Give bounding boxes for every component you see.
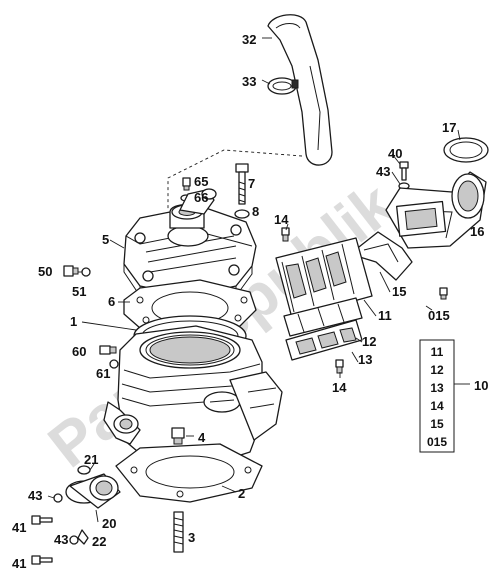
screw-part-14-lower: [335, 359, 344, 374]
callout: 015: [428, 308, 450, 323]
callout: 14: [332, 380, 347, 395]
stud-bolt-part-7: [235, 163, 249, 205]
callout: 50: [38, 264, 52, 279]
callout: 13: [358, 352, 372, 367]
callout: 11: [378, 308, 392, 323]
fitting-part-60: [99, 345, 117, 355]
callout: 21: [84, 452, 98, 467]
washer-part-43-upper: [53, 493, 63, 503]
callout: 5: [102, 232, 109, 247]
reed-block-part-11: [275, 237, 373, 319]
callout: 14: [274, 212, 289, 227]
kit-item: 015: [427, 435, 447, 449]
cylinder-body: [103, 325, 283, 469]
screw-part-14-upper: [281, 227, 290, 242]
cylinder-head-part-5: [123, 188, 257, 307]
screw-part-41-lower: [31, 555, 53, 565]
plug-part-50: [63, 265, 79, 277]
hose-dashed-guide: [167, 149, 303, 210]
callout: 7: [248, 176, 255, 191]
callout: 43: [54, 532, 68, 547]
callout: 17: [442, 120, 456, 135]
callout: 1: [70, 314, 77, 329]
callout: 22: [92, 534, 106, 549]
reed-kit-box: 11 12 13 14 15 015: [419, 339, 470, 453]
callout: 60: [72, 344, 86, 359]
callout: 12: [362, 334, 376, 349]
callout: 16: [470, 224, 484, 239]
callout: 43: [28, 488, 42, 503]
reed-petals-part-12: [283, 297, 363, 337]
kit-item: 13: [430, 381, 444, 395]
callout: 33: [242, 74, 256, 89]
callout: 32: [242, 32, 256, 47]
drain-screw-part-4: [171, 427, 185, 445]
callout: 4: [198, 430, 206, 445]
reed-holder-part-15: [349, 231, 413, 281]
callout: 10: [474, 378, 488, 393]
intake-manifold-part-16: [385, 171, 487, 249]
washer-part-43-lower: [69, 535, 79, 545]
washer-part-8: [234, 209, 250, 219]
callout: 3: [188, 530, 195, 545]
callout: 20: [102, 516, 116, 531]
leader-lines: [47, 37, 461, 523]
bypass-hose-part-32: [267, 14, 333, 166]
callout: 8: [252, 204, 259, 219]
exhaust-flange-part-20: [65, 473, 121, 509]
spring-part-22: [77, 529, 89, 545]
o-ring-part-61: [109, 359, 119, 369]
intake-clamp-part-17: [443, 137, 489, 163]
callout: 51: [72, 284, 86, 299]
callout: 41: [12, 520, 26, 535]
callout: 61: [96, 366, 110, 381]
callout: 43: [376, 164, 390, 179]
callout: 2: [238, 486, 245, 501]
kit-item: 11: [431, 345, 444, 359]
kit-item: 14: [430, 399, 444, 413]
o-ring-part-51: [81, 267, 91, 277]
kit-item: 12: [430, 363, 444, 377]
callout: 65: [194, 174, 208, 189]
screw-part-65: [182, 177, 191, 191]
kit-item: 15: [430, 417, 444, 431]
spring-part-21: [77, 465, 91, 475]
stud-part-3: [173, 511, 184, 553]
screw-part-015: [439, 287, 448, 300]
screw-part-40: [399, 161, 409, 181]
callout: 15: [392, 284, 406, 299]
hose-clamp-part-33: [267, 77, 299, 95]
callout: 41: [12, 556, 26, 571]
callout: 40: [388, 146, 402, 161]
reed-stop-part-13: [285, 319, 363, 361]
screw-part-41-upper: [31, 515, 53, 525]
callout-labels: 32 33 65 66 7 8 5 50 51 6 1 60 61 4 21 4…: [12, 32, 488, 571]
callout: 66: [194, 190, 208, 205]
callout: 6: [108, 294, 115, 309]
